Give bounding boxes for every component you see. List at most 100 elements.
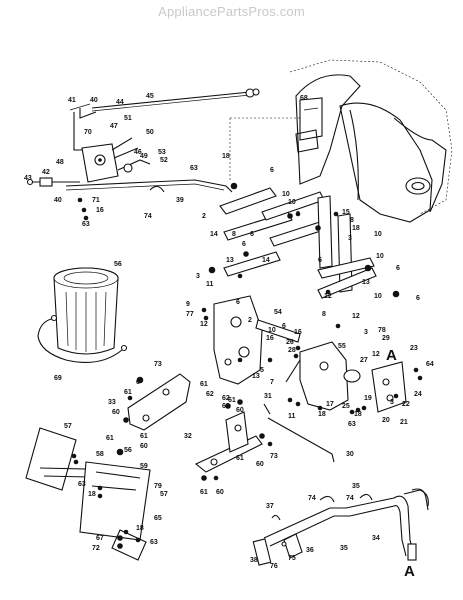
callout: 58 bbox=[96, 451, 104, 458]
callout: 78 bbox=[378, 327, 386, 334]
callout: 26 bbox=[286, 339, 294, 346]
callout: 3 bbox=[196, 273, 200, 280]
callout: 6 bbox=[416, 295, 420, 302]
callout: 35 bbox=[352, 483, 360, 490]
callout: 17 bbox=[326, 401, 334, 408]
callout: 59 bbox=[140, 463, 148, 470]
callout: 11 bbox=[288, 413, 296, 420]
callout: 74 bbox=[308, 495, 316, 502]
callout: 6 bbox=[136, 379, 140, 386]
callout: 68 bbox=[300, 95, 308, 102]
callout: 48 bbox=[56, 159, 64, 166]
callout: 19 bbox=[364, 395, 372, 402]
callout: 62 bbox=[222, 395, 230, 402]
callout: 61 bbox=[124, 389, 132, 396]
callout: 40 bbox=[54, 197, 62, 204]
callout: 73 bbox=[270, 453, 278, 460]
callout: 63 bbox=[150, 539, 158, 546]
callout: 61 bbox=[236, 455, 244, 462]
callout: 52 bbox=[160, 157, 168, 164]
callout: 18 bbox=[318, 411, 326, 418]
callout: 8 bbox=[350, 217, 354, 224]
upper-linkage-group bbox=[26, 88, 301, 221]
callout: 6 bbox=[318, 257, 322, 264]
callout: 6 bbox=[250, 231, 254, 238]
callout-labels: 41 40 44 45 70 47 51 50 48 46 49 53 52 4… bbox=[24, 93, 434, 580]
callout: 57 bbox=[64, 423, 72, 430]
callout: 74 bbox=[346, 495, 354, 502]
callout: 70 bbox=[84, 129, 92, 136]
callout: 18 bbox=[136, 525, 144, 532]
callout: 10 bbox=[268, 327, 276, 334]
callout: 63 bbox=[348, 421, 356, 428]
callout: 25 bbox=[342, 403, 350, 410]
callout: 47 bbox=[110, 123, 118, 130]
callout: 34 bbox=[372, 535, 380, 542]
callout: 60 bbox=[236, 407, 244, 414]
callout: 77 bbox=[186, 311, 194, 318]
callout: 12 bbox=[352, 313, 360, 320]
callout: 16 bbox=[294, 329, 302, 336]
callout: 72 bbox=[92, 545, 100, 552]
callout: 37 bbox=[266, 503, 274, 510]
callout: 43 bbox=[24, 175, 32, 182]
callout: 56 bbox=[114, 261, 122, 268]
callout: 63 bbox=[222, 403, 230, 410]
callout: 36 bbox=[306, 547, 314, 554]
callout: 29 bbox=[382, 335, 390, 342]
callout: 16 bbox=[96, 207, 104, 214]
callout: 60 bbox=[112, 409, 120, 416]
callout: 39 bbox=[176, 197, 184, 204]
callout: 18 bbox=[352, 225, 360, 232]
callout: 10 bbox=[374, 231, 382, 238]
callout: 14 bbox=[262, 257, 270, 264]
callout: 13 bbox=[252, 373, 260, 380]
callout: 40 bbox=[90, 97, 98, 104]
callout: 71 bbox=[92, 197, 100, 204]
callout: 60 bbox=[216, 489, 224, 496]
view-marker-a: A bbox=[404, 563, 415, 580]
callout: 38 bbox=[250, 557, 258, 564]
callout: 69 bbox=[54, 375, 62, 382]
callout: 61 bbox=[140, 433, 148, 440]
callout: 64 bbox=[426, 361, 434, 368]
callout: 79 bbox=[154, 483, 162, 490]
callout: 8 bbox=[322, 311, 326, 318]
callout: 62 bbox=[206, 391, 214, 398]
callout: 8 bbox=[232, 231, 236, 238]
center-frame-group bbox=[201, 182, 423, 415]
callout: 53 bbox=[158, 149, 166, 156]
callout: 60 bbox=[256, 461, 264, 468]
callout: 31 bbox=[264, 393, 272, 400]
callout: 50 bbox=[146, 129, 154, 136]
callout: 6 bbox=[270, 167, 274, 174]
callout: 46 bbox=[134, 149, 142, 156]
callout: 15 bbox=[342, 209, 350, 216]
callout: 60 bbox=[140, 443, 148, 450]
callout: 6 bbox=[282, 323, 286, 330]
callout: 18 bbox=[88, 491, 96, 498]
callout: 75 bbox=[288, 555, 296, 562]
callout: 3 bbox=[364, 329, 368, 336]
watermark-text: AppliancePartsPros.com bbox=[158, 4, 305, 19]
callout: 61 bbox=[228, 397, 236, 404]
callout: 18 bbox=[222, 153, 230, 160]
callout: 6 bbox=[236, 299, 240, 306]
callout: 6 bbox=[242, 241, 246, 248]
callout: 63 bbox=[82, 221, 90, 228]
callout: 61 bbox=[200, 381, 208, 388]
callout: 10 bbox=[288, 199, 296, 206]
callout: 14 bbox=[210, 231, 218, 238]
callout: 27 bbox=[360, 357, 368, 364]
callout: 24 bbox=[414, 391, 422, 398]
lower-left-linkage bbox=[25, 373, 191, 561]
callout: 74 bbox=[144, 213, 152, 220]
callout: 3 bbox=[348, 235, 352, 242]
callout: 12 bbox=[200, 321, 208, 328]
callout: 28 bbox=[288, 347, 296, 354]
callout: 55 bbox=[338, 343, 346, 350]
callout: 67 bbox=[96, 535, 104, 542]
callout: 57 bbox=[160, 491, 168, 498]
callout: 3 bbox=[390, 399, 394, 406]
